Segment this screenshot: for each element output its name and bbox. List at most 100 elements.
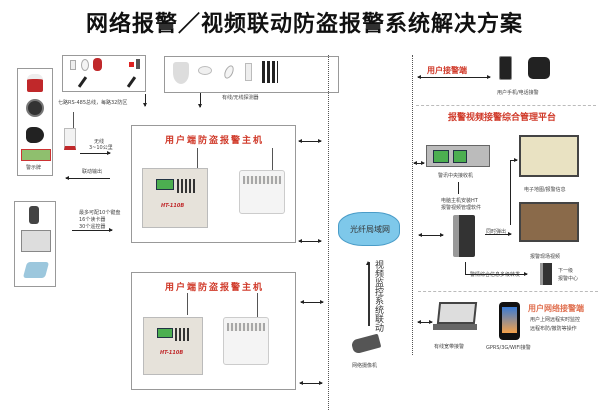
host-panel-1: 用户端防盗报警主机 HT-110B — [131, 125, 296, 243]
camera-label: 网络摄像机 — [352, 363, 378, 369]
keypad-icon — [21, 230, 51, 252]
antenna-icon — [257, 293, 258, 317]
host-model-label: HT-110B — [161, 203, 185, 209]
detectors-label: 有线/无线探测器 — [222, 95, 259, 101]
cloud-label: 光纤局域网 — [350, 225, 390, 234]
keypad-buttons — [243, 176, 281, 184]
network-end-arrow — [417, 320, 433, 324]
remote-control-icon — [29, 206, 39, 224]
host-1-link-arrow-2 — [298, 239, 322, 243]
horn-siren-icon — [26, 127, 44, 143]
antenna-icon — [197, 148, 198, 170]
laptop-icon — [436, 302, 478, 324]
wireless-note-1: 无线 — [94, 139, 105, 145]
bus-arrow — [143, 94, 147, 107]
bus-devices-panel — [62, 55, 146, 92]
map-link-line — [510, 160, 511, 225]
section-divider — [418, 291, 598, 292]
video-link-label: 视频监控系统联动 — [373, 260, 383, 332]
detector-icon — [70, 60, 76, 70]
smartphone-icon — [499, 56, 512, 80]
antenna-icon — [272, 148, 273, 172]
outdoor-detector-icon — [173, 62, 189, 84]
user-alarm-arrow — [417, 75, 491, 79]
linkage-output-arrow — [65, 176, 110, 180]
cable-icon — [77, 76, 88, 88]
keypad-note-3: 30个遥控器 — [79, 224, 106, 230]
magnetic-contact-icon — [136, 59, 140, 69]
map-link-arrow — [510, 158, 518, 162]
linkage-output-label: 联动输出 — [82, 169, 103, 175]
detectors-arrow — [198, 93, 202, 108]
video-link-arrow — [366, 261, 370, 326]
forward-arrow — [465, 272, 528, 276]
network-title: 用户网络接警端 — [528, 304, 584, 313]
alarm-host-device: HT-110B — [143, 317, 203, 375]
wireless-arrow — [80, 151, 111, 155]
receiver-link-arrow — [413, 161, 425, 165]
speaker-icon — [26, 99, 44, 117]
keypad-note-1: 最多可配10个键盘 — [79, 210, 121, 216]
wireless-host-device — [239, 170, 285, 214]
map-monitor — [519, 135, 579, 177]
lcd-screen — [157, 328, 173, 338]
next-center-label-2: 报警中心 — [558, 276, 579, 282]
mobile-label: GPRS/3G/WIFI接警 — [486, 345, 531, 351]
phone-label: 用户手机/电话接警 — [497, 90, 539, 96]
host-2-link-arrow — [300, 300, 324, 304]
keypad-note-2: 16个读卡器 — [79, 217, 106, 223]
keypad-buttons — [177, 179, 195, 193]
network-divider-right — [412, 55, 413, 355]
map-label: 电子地图/报警信息 — [524, 187, 566, 193]
host-2-link-arrow-2 — [299, 381, 323, 385]
beam-detector-icon — [262, 61, 278, 83]
receiver-to-pc-line — [458, 182, 459, 194]
network-desc-1: 用户上网远程实时监控 — [530, 317, 581, 323]
siren-icon — [93, 58, 102, 71]
page-title: 网络报警／视频联动防盗报警系统解决方案 — [85, 12, 523, 37]
warning-sign-icon — [21, 149, 51, 161]
forward-label: 警情综合信息多级转发 — [470, 272, 521, 278]
desk-phone-icon — [528, 57, 550, 79]
pir-detector-icon — [81, 59, 89, 71]
network-camera-icon — [350, 333, 382, 355]
phone-screen — [502, 307, 517, 333]
video-monitor — [519, 202, 579, 242]
pc-link-arrow — [418, 233, 444, 237]
laptop-label: 有线宽带接警 — [434, 344, 465, 350]
video-label: 报警现场视频 — [530, 254, 561, 260]
pc-tower-icon — [453, 215, 475, 257]
mobile-phone-icon — [499, 302, 520, 340]
popup-label: 同时弹出 — [486, 229, 507, 235]
host-1-link-arrow — [298, 139, 322, 143]
lcd-screen — [156, 179, 174, 190]
software-label-2: 报警视频管理软件 — [441, 205, 482, 211]
smoke-detector-icon — [198, 66, 212, 75]
laptop-base-icon — [433, 324, 477, 330]
antenna-icon — [187, 293, 188, 315]
fiber-lan-cloud: 光纤局域网 — [338, 212, 400, 246]
wireless-note-2: 3~10公里 — [89, 145, 113, 151]
host-title-2: 用户端防盗报警主机 — [164, 283, 264, 293]
cable-icon — [126, 76, 137, 88]
central-receiver-device — [426, 145, 490, 167]
alarm-sign-label: 警示牌 — [26, 165, 42, 171]
keypad-buttons — [227, 323, 265, 331]
detectors-panel — [164, 56, 339, 93]
receiver-screen — [433, 150, 449, 163]
host-model-label: HT-110B — [160, 350, 184, 356]
bus-note: 七路RS-485总线，每路32防区 — [58, 100, 128, 106]
wireless-module-icon — [64, 128, 76, 150]
glass-break-detector-icon — [245, 63, 252, 81]
receiver-screen — [453, 150, 467, 163]
network-divider-left — [328, 55, 329, 410]
next-center-server-icon — [540, 263, 552, 285]
receiver-label: 警讯中央接收机 — [438, 173, 474, 179]
forward-line — [465, 262, 466, 274]
host-panel-2: 用户端防盗报警主机 HT-110B — [131, 272, 296, 390]
keypad-buttons — [175, 328, 191, 341]
user-alarm-title: 用户接警端 — [427, 66, 467, 75]
card-reader-icon — [22, 262, 50, 278]
keypad-arrow — [72, 228, 113, 232]
software-label-1: 电脑主机安装HT — [441, 198, 478, 204]
